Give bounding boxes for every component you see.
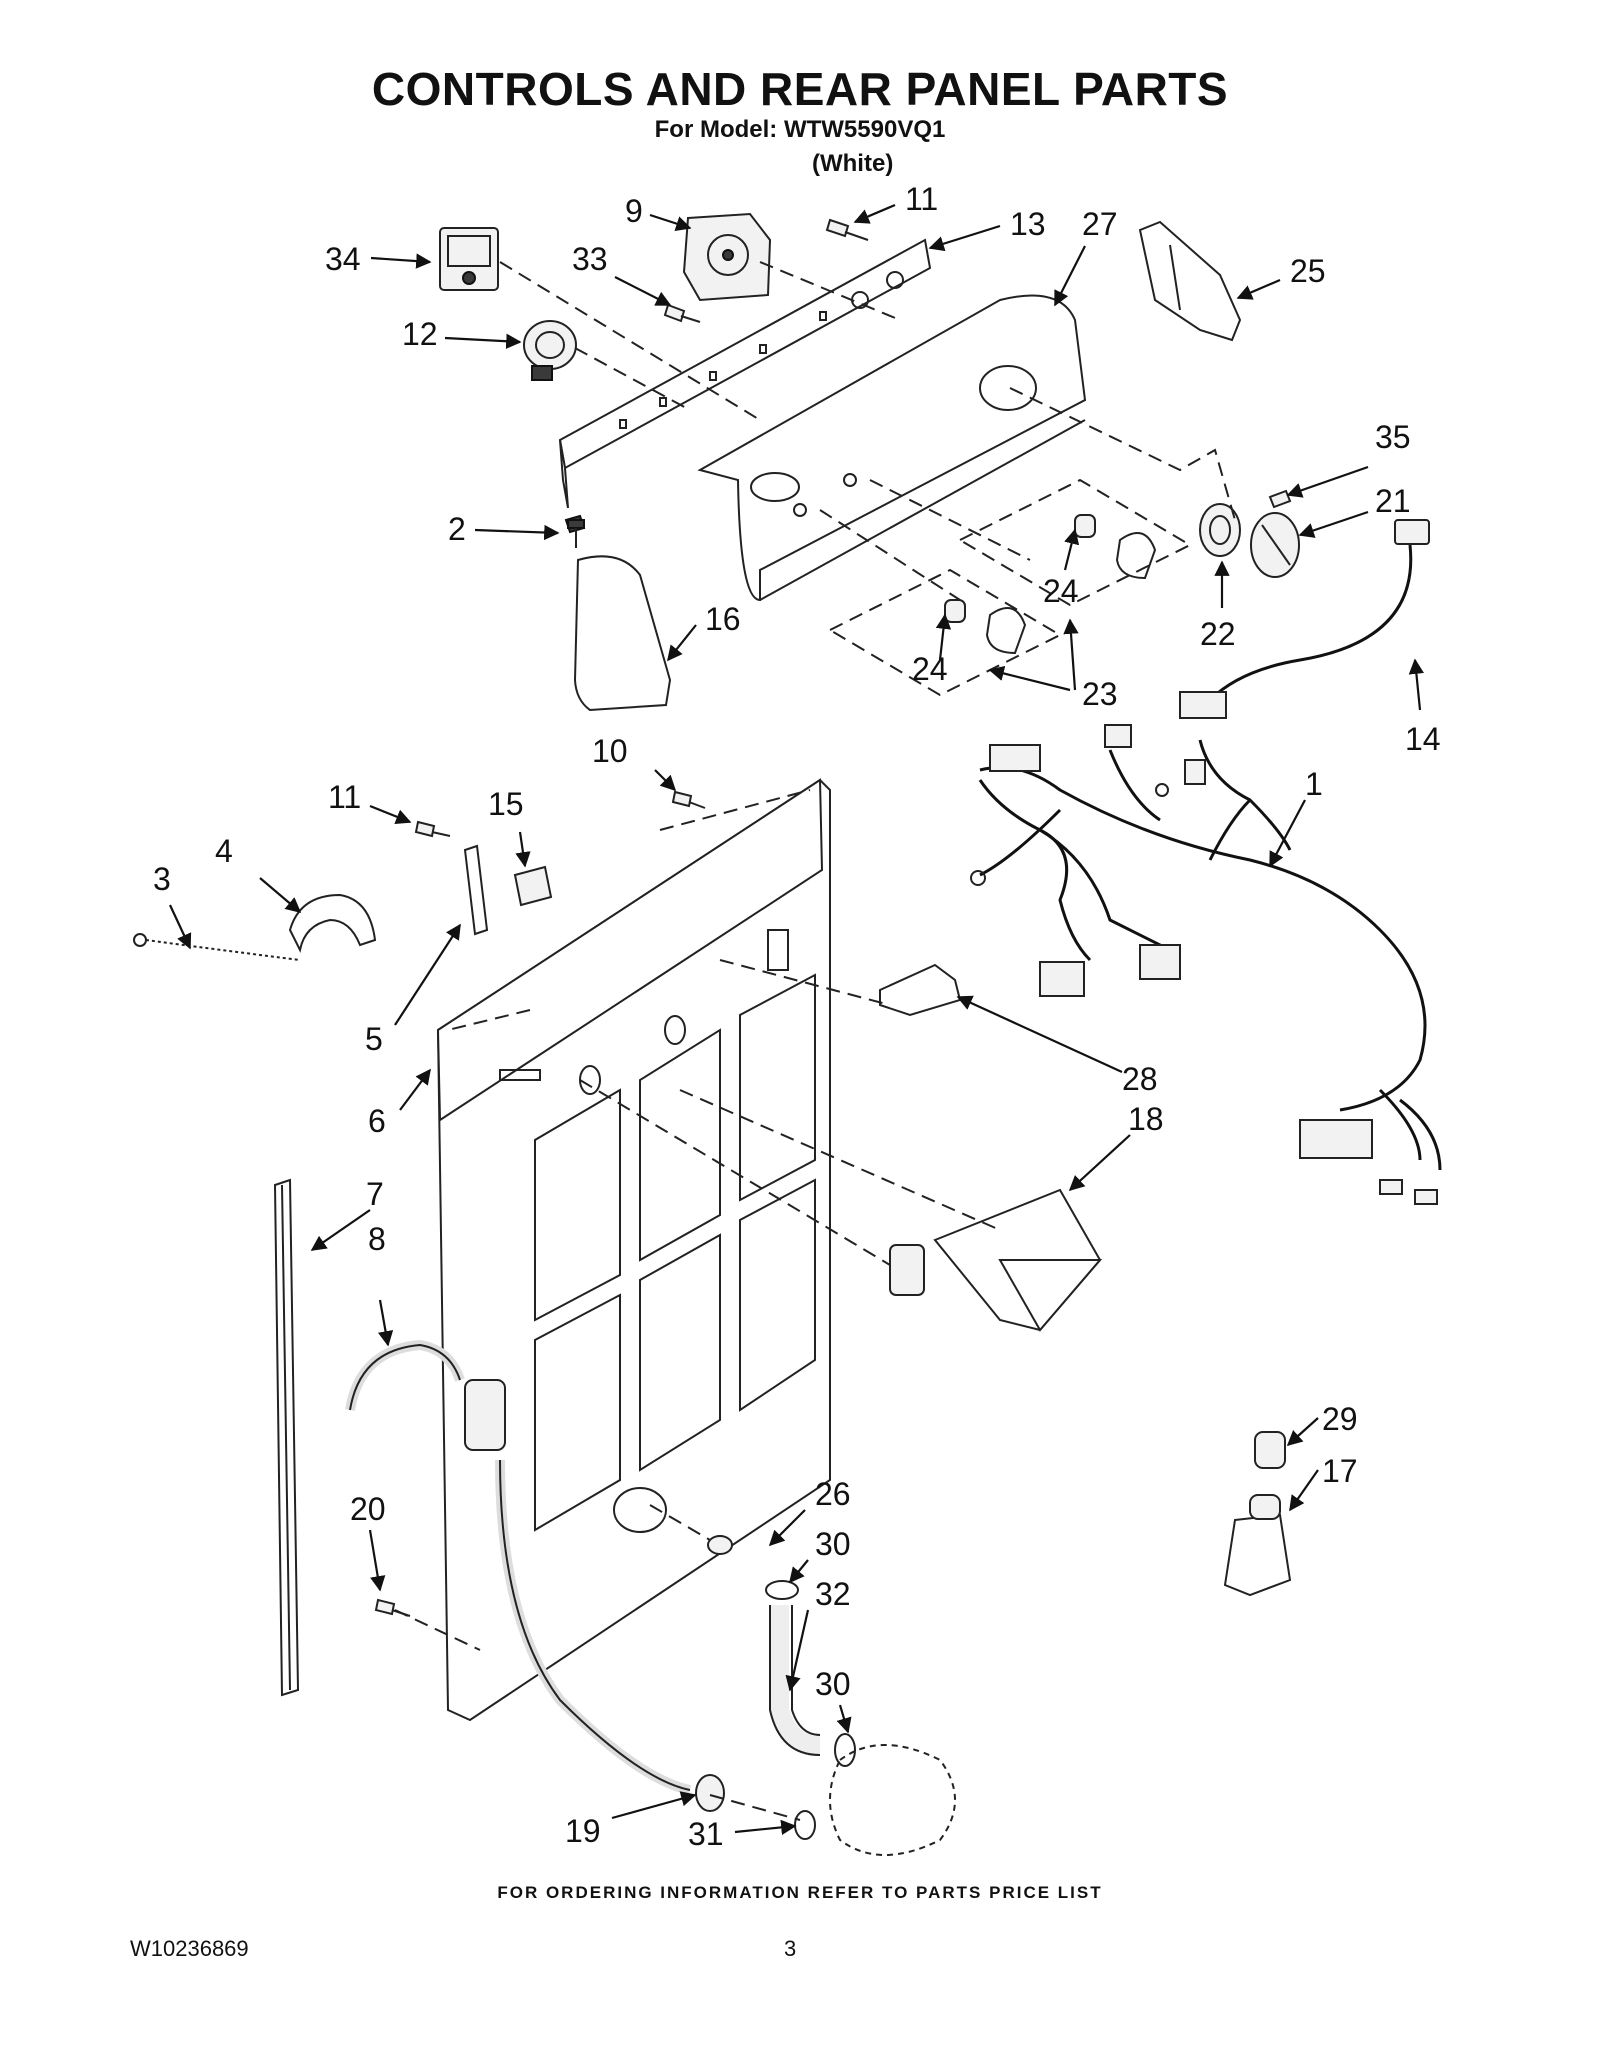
part-5-strap xyxy=(463,844,489,936)
callout-20: 20 xyxy=(350,1491,386,1527)
part-27-console xyxy=(697,294,1087,602)
part-35-screw xyxy=(1268,489,1292,509)
callout-25: 25 xyxy=(1290,253,1326,289)
callout-21: 21 xyxy=(1375,483,1411,519)
part-13-console-bracket xyxy=(558,238,932,509)
callout-23: 23 xyxy=(1082,676,1118,712)
part-2-screw xyxy=(567,519,585,548)
callout-labels: 34 12 9 11 13 33 27 25 35 21 2 24 16 22 … xyxy=(153,181,1441,1852)
callout-9: 9 xyxy=(625,193,643,229)
document-number: W10236869 xyxy=(130,1936,249,1961)
callout-33: 33 xyxy=(572,241,608,277)
callout-11-top: 11 xyxy=(905,181,938,217)
part-4-clamp xyxy=(288,893,377,954)
callout-12: 12 xyxy=(402,316,438,352)
part-19-coupler xyxy=(695,1774,725,1812)
callout-18: 18 xyxy=(1128,1101,1164,1137)
part-10-screw xyxy=(671,790,706,809)
callout-29: 29 xyxy=(1322,1401,1358,1437)
callout-5: 5 xyxy=(365,1021,383,1057)
callout-34: 34 xyxy=(325,241,361,277)
part-24-knob-insert-a xyxy=(1074,514,1096,538)
callout-27: 27 xyxy=(1082,206,1118,242)
part-9-timer xyxy=(682,212,772,302)
part-8-inlet-hose xyxy=(345,1339,692,1795)
assembly-lines-top xyxy=(499,261,1236,601)
kit-box-upper xyxy=(957,478,1193,607)
kit-box-lower xyxy=(827,568,1063,697)
callout-16: 16 xyxy=(705,601,741,637)
callout-13: 13 xyxy=(1010,206,1046,242)
ordering-note: FOR ORDERING INFORMATION REFER TO PARTS … xyxy=(497,1883,1103,1902)
callout-17: 17 xyxy=(1322,1453,1358,1489)
part-1-wire-harness xyxy=(970,724,1442,1205)
callout-4: 4 xyxy=(215,833,233,869)
part-6-rear-panel xyxy=(436,778,831,1722)
part-26-plug xyxy=(707,1535,733,1555)
part-30-clamp-lower xyxy=(834,1733,856,1767)
callout-22: 22 xyxy=(1200,616,1236,652)
part-16-end-cap xyxy=(564,514,672,712)
part-11-screw-top xyxy=(825,218,869,241)
model-line: For Model: WTW5590VQ1 xyxy=(654,116,946,143)
part-25-end-cap xyxy=(1138,220,1242,342)
callout-24-a: 24 xyxy=(1043,573,1079,609)
pump-outline xyxy=(829,1744,956,1856)
callout-15: 15 xyxy=(488,786,524,822)
callout-2: 2 xyxy=(448,511,466,547)
callout-3: 3 xyxy=(153,861,171,897)
part-15-clip xyxy=(513,865,553,907)
callout-leaders xyxy=(169,203,1425,1836)
assembly-lines-bottom xyxy=(394,789,1001,1821)
part-23-knob-b xyxy=(985,606,1027,655)
part-18-dispenser xyxy=(889,1188,1103,1332)
callout-6: 6 xyxy=(368,1103,386,1139)
part-14-power-cord xyxy=(1179,519,1430,719)
part-31-clamp xyxy=(794,1810,816,1840)
callout-1: 1 xyxy=(1305,766,1323,802)
callout-35: 35 xyxy=(1375,419,1411,455)
callout-14: 14 xyxy=(1405,721,1441,757)
callout-32: 32 xyxy=(815,1576,851,1612)
part-17-valve xyxy=(1223,1494,1292,1597)
part-30-clamp-upper xyxy=(765,1580,799,1600)
part-28-bracket xyxy=(879,963,962,1017)
part-24-knob-insert-b xyxy=(944,599,966,623)
part-12-pressure-switch xyxy=(523,320,577,381)
part-32-drain-hose xyxy=(769,1605,821,1756)
callout-24-b: 24 xyxy=(912,651,948,687)
callout-19: 19 xyxy=(565,1813,601,1849)
callout-8: 8 xyxy=(368,1221,386,1257)
callout-31: 31 xyxy=(688,1816,724,1852)
part-7-side-trim xyxy=(273,1178,300,1697)
callout-30-upper: 30 xyxy=(815,1526,851,1562)
callout-26: 26 xyxy=(815,1476,851,1512)
callout-28: 28 xyxy=(1122,1061,1158,1097)
part-21-knob xyxy=(1250,512,1300,578)
part-34-switch xyxy=(439,227,499,291)
part-33-screw xyxy=(663,303,701,323)
part-29-capacitor xyxy=(1254,1431,1286,1469)
callout-11-left: 11 xyxy=(328,779,361,815)
page-title: CONTROLS AND REAR PANEL PARTS xyxy=(371,63,1229,115)
callout-30-lower: 30 xyxy=(815,1666,851,1702)
callout-7: 7 xyxy=(366,1176,384,1212)
part-3-ground-wire xyxy=(133,933,301,961)
callout-10: 10 xyxy=(592,733,628,769)
page-number: 3 xyxy=(784,1936,797,1961)
part-22-knob-base xyxy=(1199,503,1241,557)
color-line: (White) xyxy=(812,150,894,177)
part-11-screw-left xyxy=(414,820,451,838)
